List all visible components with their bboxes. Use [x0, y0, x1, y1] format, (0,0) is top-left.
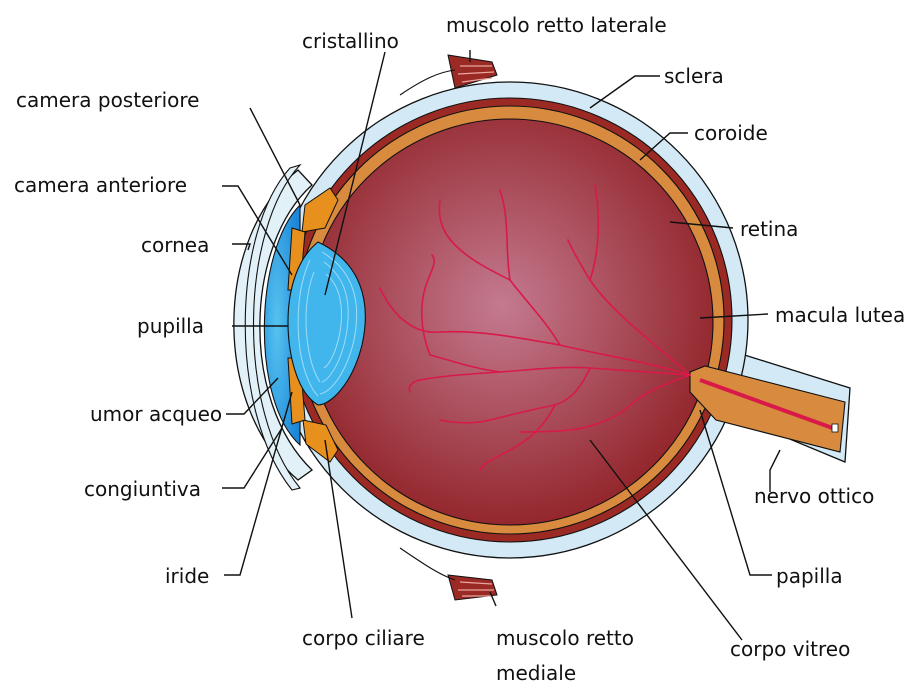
label-muscolo-retto-laterale: muscolo retto laterale [446, 13, 667, 37]
label-coroide: coroide [694, 121, 768, 145]
label-muscolo-retto-mediale-1: muscolo retto [496, 626, 634, 650]
label-sclera: sclera [664, 64, 724, 88]
label-umor-acqueo: umor acqueo [90, 402, 222, 426]
label-papilla: papilla [776, 564, 843, 588]
label-muscolo-retto-mediale-2: mediale [496, 661, 576, 685]
label-corpo-vitreo: corpo vitreo [730, 637, 850, 661]
label-camera-anteriore: camera anteriore [14, 173, 187, 197]
nerve-end-marker [832, 424, 838, 432]
label-retina: retina [740, 217, 798, 241]
label-cristallino: cristallino [302, 29, 399, 53]
label-congiuntiva: congiuntiva [84, 477, 201, 501]
label-macula-lutea: macula lutea [775, 303, 905, 327]
label-corpo-ciliare: corpo ciliare [302, 626, 425, 650]
label-camera-posteriore: camera posteriore [16, 88, 199, 112]
vitreous-body [307, 119, 713, 525]
label-iride: iride [165, 564, 209, 588]
label-nervo-ottico: nervo ottico [754, 484, 874, 508]
label-cornea: cornea [141, 233, 209, 257]
label-pupilla: pupilla [137, 314, 204, 338]
